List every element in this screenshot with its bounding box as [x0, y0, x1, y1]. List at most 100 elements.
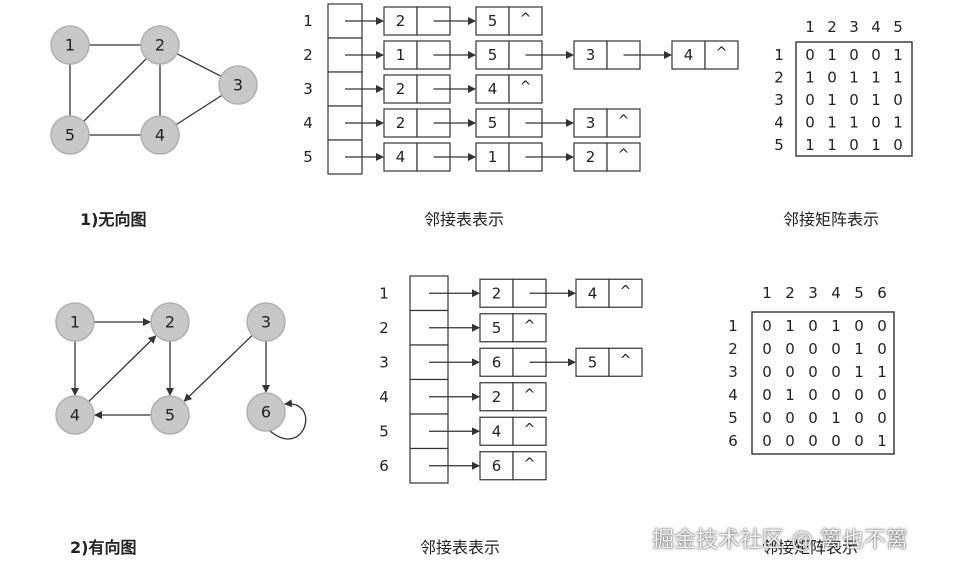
null-pointer: ^ — [524, 318, 536, 334]
matrix-cell: 1 — [893, 69, 903, 87]
node-data-cell — [575, 347, 610, 377]
graph-node-label-4: 4 — [155, 126, 165, 145]
matrix-cell: 0 — [785, 363, 795, 381]
graph-node-label-1: 1 — [65, 36, 75, 55]
list-row-label: 3 — [379, 353, 389, 371]
matrix-cell: 0 — [877, 386, 887, 404]
node-next-cell — [508, 74, 543, 104]
list-row-label: 6 — [379, 457, 389, 475]
null-pointer: ^ — [618, 147, 630, 163]
matrix-cell: 0 — [849, 46, 859, 64]
node-data-cell — [475, 142, 510, 172]
matrix-row-label: 6 — [728, 432, 738, 450]
matrix-cell: 0 — [805, 46, 815, 64]
list-row-label: 5 — [379, 422, 389, 440]
null-pointer: ^ — [716, 45, 728, 61]
graph-node-5 — [50, 115, 90, 155]
directed-graph-caption: 2)有向图 — [70, 538, 137, 557]
graph-node-5 — [150, 395, 190, 435]
node-data-cell — [383, 40, 418, 70]
matrix-cell: 1 — [871, 69, 881, 87]
graph-node-label-5: 5 — [65, 126, 75, 145]
list-row-label: 4 — [379, 388, 389, 406]
matrix-cell: 1 — [893, 46, 903, 64]
node-data-cell — [383, 74, 418, 104]
matrix-cell: 0 — [854, 386, 864, 404]
graph-node-2 — [140, 25, 180, 65]
graph-node-2 — [150, 302, 190, 342]
matrix-cell: 1 — [871, 91, 881, 109]
matrix-row-label: 3 — [774, 91, 784, 109]
graph-node-label-6: 6 — [261, 403, 271, 422]
matrix-row-label: 5 — [728, 409, 738, 427]
matrix-cell: 0 — [762, 386, 772, 404]
matrix-cell: 0 — [854, 409, 864, 427]
matrix-cell: 0 — [849, 91, 859, 109]
matrix-col-label: 1 — [805, 18, 815, 36]
matrix-cell: 0 — [808, 409, 818, 427]
matrix-cell: 1 — [831, 409, 841, 427]
matrix-cell: 0 — [877, 340, 887, 358]
edge-3-5 — [183, 334, 253, 402]
matrix-cell: 1 — [785, 386, 795, 404]
list-node-value: 5 — [492, 319, 502, 337]
node-data-cell — [479, 313, 514, 343]
node-data-cell — [479, 278, 514, 308]
list-row-label: 5 — [303, 148, 313, 166]
list-node-value: 6 — [492, 353, 502, 371]
matrix-cell: 0 — [871, 114, 881, 132]
node-data-cell — [671, 40, 706, 70]
matrix-cell: 0 — [808, 432, 818, 450]
matrix-row-label: 2 — [774, 69, 784, 87]
matrix-col-label: 5 — [893, 18, 903, 36]
matrix-cell: 1 — [827, 91, 837, 109]
matrix-cell: 0 — [808, 317, 818, 335]
graph-node-1 — [55, 302, 95, 342]
graph-node-3 — [246, 302, 286, 342]
null-pointer: ^ — [524, 421, 536, 437]
list-node-value: 2 — [396, 114, 406, 132]
matrix-cell: 1 — [831, 317, 841, 335]
node-next-cell — [608, 278, 643, 308]
matrix-col-label: 4 — [831, 284, 841, 302]
matrix-cell: 1 — [805, 136, 815, 154]
matrix-cell: 0 — [785, 432, 795, 450]
matrix-border — [751, 311, 895, 455]
node-next-cell — [606, 108, 641, 138]
matrix-cell: 1 — [877, 363, 887, 381]
graph-node-label-2: 2 — [165, 313, 175, 332]
node-data-cell — [475, 108, 510, 138]
matrix-cell: 0 — [785, 340, 795, 358]
matrix-cell: 0 — [831, 363, 841, 381]
null-pointer: ^ — [520, 11, 532, 27]
undirected-list-caption: 邻接表表示 — [424, 210, 505, 229]
matrix-cell: 0 — [854, 317, 864, 335]
matrix-cell: 1 — [805, 69, 815, 87]
graph-node-4 — [55, 395, 95, 435]
matrix-cell: 1 — [871, 136, 881, 154]
graph-node-label-2: 2 — [155, 36, 165, 55]
list-node-value: 2 — [396, 80, 406, 98]
undirected-matrix-caption: 邻接矩阵表示 — [783, 210, 880, 229]
matrix-border — [795, 41, 913, 157]
node-next-cell — [512, 313, 547, 343]
matrix-row-label: 3 — [728, 363, 738, 381]
edge-6-6 — [269, 399, 307, 440]
matrix-cell: 0 — [805, 114, 815, 132]
list-node-value: 1 — [488, 148, 498, 166]
graph-node-label-1: 1 — [70, 313, 80, 332]
list-node-value: 4 — [588, 284, 598, 302]
directed-matrix-caption: 邻接矩阵表示 — [762, 538, 859, 557]
matrix-row-label: 4 — [774, 114, 784, 132]
matrix-cell: 1 — [827, 46, 837, 64]
list-node-value: 4 — [488, 80, 498, 98]
matrix-cell: 1 — [849, 114, 859, 132]
matrix-cell: 0 — [805, 91, 815, 109]
edge-2-3 — [176, 53, 222, 77]
matrix-col-label: 1 — [762, 284, 772, 302]
graph-node-1 — [50, 25, 90, 65]
graph-node-label-5: 5 — [165, 406, 175, 425]
